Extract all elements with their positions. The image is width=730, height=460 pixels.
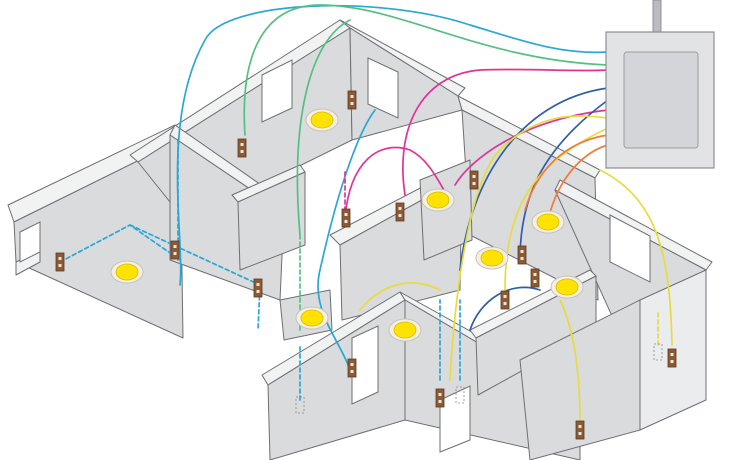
fixtures-layer bbox=[55, 90, 677, 440]
light-fixture bbox=[393, 321, 417, 339]
light-fixture bbox=[300, 309, 324, 327]
outlet bbox=[341, 208, 351, 228]
circuit-yellow-wire bbox=[449, 115, 609, 381]
door-opening bbox=[439, 385, 471, 453]
outlet bbox=[55, 252, 65, 272]
outlet-socket bbox=[350, 95, 354, 98]
wall-segment bbox=[237, 171, 306, 271]
light-fixture bbox=[555, 278, 579, 296]
light-fixture bbox=[115, 263, 139, 281]
hidden-box bbox=[455, 386, 465, 404]
outlet-socket bbox=[578, 425, 582, 428]
outlet-socket bbox=[520, 257, 524, 260]
outlet bbox=[530, 268, 540, 288]
outlet bbox=[237, 138, 247, 158]
light-fixture bbox=[480, 249, 504, 267]
door-opening bbox=[19, 221, 41, 263]
hidden-box bbox=[295, 396, 305, 414]
outlet-socket bbox=[578, 432, 582, 435]
outlet-socket bbox=[350, 363, 354, 366]
outlet-socket bbox=[350, 102, 354, 105]
outlet bbox=[469, 170, 479, 190]
outlet bbox=[347, 358, 357, 378]
outlet bbox=[253, 278, 263, 298]
outlet bbox=[517, 245, 527, 265]
circuit-magenta-wire bbox=[344, 146, 451, 219]
outlet-socket bbox=[438, 393, 442, 396]
outlet-socket bbox=[173, 245, 177, 248]
circuit-blue-wire bbox=[317, 109, 376, 371]
door-opening bbox=[351, 325, 379, 405]
outlet-socket bbox=[503, 302, 507, 305]
outlet-socket bbox=[398, 207, 402, 210]
outlet-socket bbox=[670, 353, 674, 356]
outlet-socket bbox=[398, 214, 402, 217]
electrical-panel bbox=[605, 0, 715, 169]
circuit-magenta-wire bbox=[454, 109, 609, 186]
window-opening bbox=[261, 59, 293, 123]
outlet-socket bbox=[240, 150, 244, 153]
outlet-socket bbox=[344, 213, 348, 216]
circuit-yellow-wire bbox=[359, 282, 441, 311]
outlet-socket bbox=[533, 273, 537, 276]
hidden-box bbox=[653, 343, 663, 361]
wall-segment bbox=[519, 299, 641, 460]
outlet-socket bbox=[503, 295, 507, 298]
outlet-socket bbox=[472, 175, 476, 178]
outlet-socket bbox=[533, 280, 537, 283]
light-fixture bbox=[310, 111, 334, 129]
outlet-socket bbox=[670, 360, 674, 363]
circuit-green-wire bbox=[296, 19, 351, 236]
outlet bbox=[395, 202, 405, 222]
circuit-yellow-wire bbox=[599, 169, 673, 346]
outlet-socket bbox=[344, 220, 348, 223]
outlet-socket bbox=[58, 264, 62, 267]
house-walls bbox=[7, 19, 713, 460]
outlet-socket bbox=[173, 252, 177, 255]
wall-segment bbox=[13, 139, 184, 339]
outlet bbox=[667, 348, 677, 368]
outlet-socket bbox=[58, 257, 62, 260]
outlet-socket bbox=[240, 143, 244, 146]
circuit-green-wire bbox=[243, 4, 609, 136]
light-fixture bbox=[426, 191, 450, 209]
outlet-socket bbox=[256, 283, 260, 286]
outlet bbox=[575, 420, 585, 440]
panel-door bbox=[623, 51, 699, 149]
circuit-magenta-wire bbox=[402, 68, 609, 196]
outlet-socket bbox=[256, 290, 260, 293]
light-fixture bbox=[536, 213, 560, 231]
window-opening bbox=[367, 57, 399, 119]
outlet-socket bbox=[438, 400, 442, 403]
window-opening bbox=[609, 214, 651, 283]
circuit-orange-wire bbox=[524, 134, 609, 211]
outlet-socket bbox=[472, 182, 476, 185]
circuit-navy-wire bbox=[469, 286, 541, 331]
circuit-orange-wire bbox=[547, 144, 609, 221]
outlet-socket bbox=[520, 250, 524, 253]
outlet bbox=[435, 388, 445, 408]
circuit-navy-wire bbox=[459, 87, 609, 271]
outlet-socket bbox=[350, 370, 354, 373]
circuit-yellow-wire bbox=[559, 299, 581, 421]
outlet bbox=[170, 240, 180, 260]
outlet bbox=[500, 290, 510, 310]
outlet bbox=[347, 90, 357, 110]
